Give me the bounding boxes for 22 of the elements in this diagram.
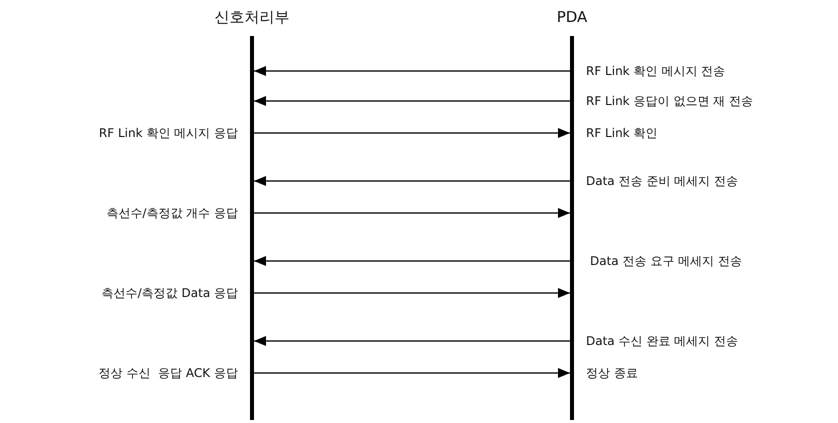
message-label: 측선수/측정값 Data 응답 — [102, 285, 238, 301]
message-arrow — [254, 176, 570, 186]
message-arrow — [254, 368, 570, 378]
message-arrow — [254, 288, 570, 298]
message-arrow — [254, 66, 570, 76]
message-label: Data 수신 완료 메세지 전송 — [586, 333, 738, 349]
message-label: 정상 수신 응답 ACK 응답 — [98, 365, 238, 381]
message-arrow — [254, 96, 570, 106]
message-arrow — [254, 128, 570, 138]
message-label: 측선수/측정값 개수 응답 — [106, 205, 238, 221]
lifeline-title: PDA — [556, 7, 588, 28]
note-label: RF Link 확인 — [586, 125, 658, 141]
message-label: Data 전송 준비 메세지 전송 — [586, 173, 738, 189]
message-label: RF Link 확인 메시지 응답 — [98, 125, 238, 141]
note-label: 정상 종료 — [586, 365, 638, 381]
message-label: RF Link 응답이 없으면 재 전송 — [586, 93, 753, 109]
message-label: RF Link 확인 메시지 전송 — [586, 63, 726, 79]
message-arrow — [254, 256, 570, 266]
lifeline-title: 신호처리부 — [214, 7, 290, 28]
message-arrow — [254, 208, 570, 218]
message-label: Data 전송 요구 메세지 전송 — [590, 253, 742, 269]
message-arrow — [254, 336, 570, 346]
